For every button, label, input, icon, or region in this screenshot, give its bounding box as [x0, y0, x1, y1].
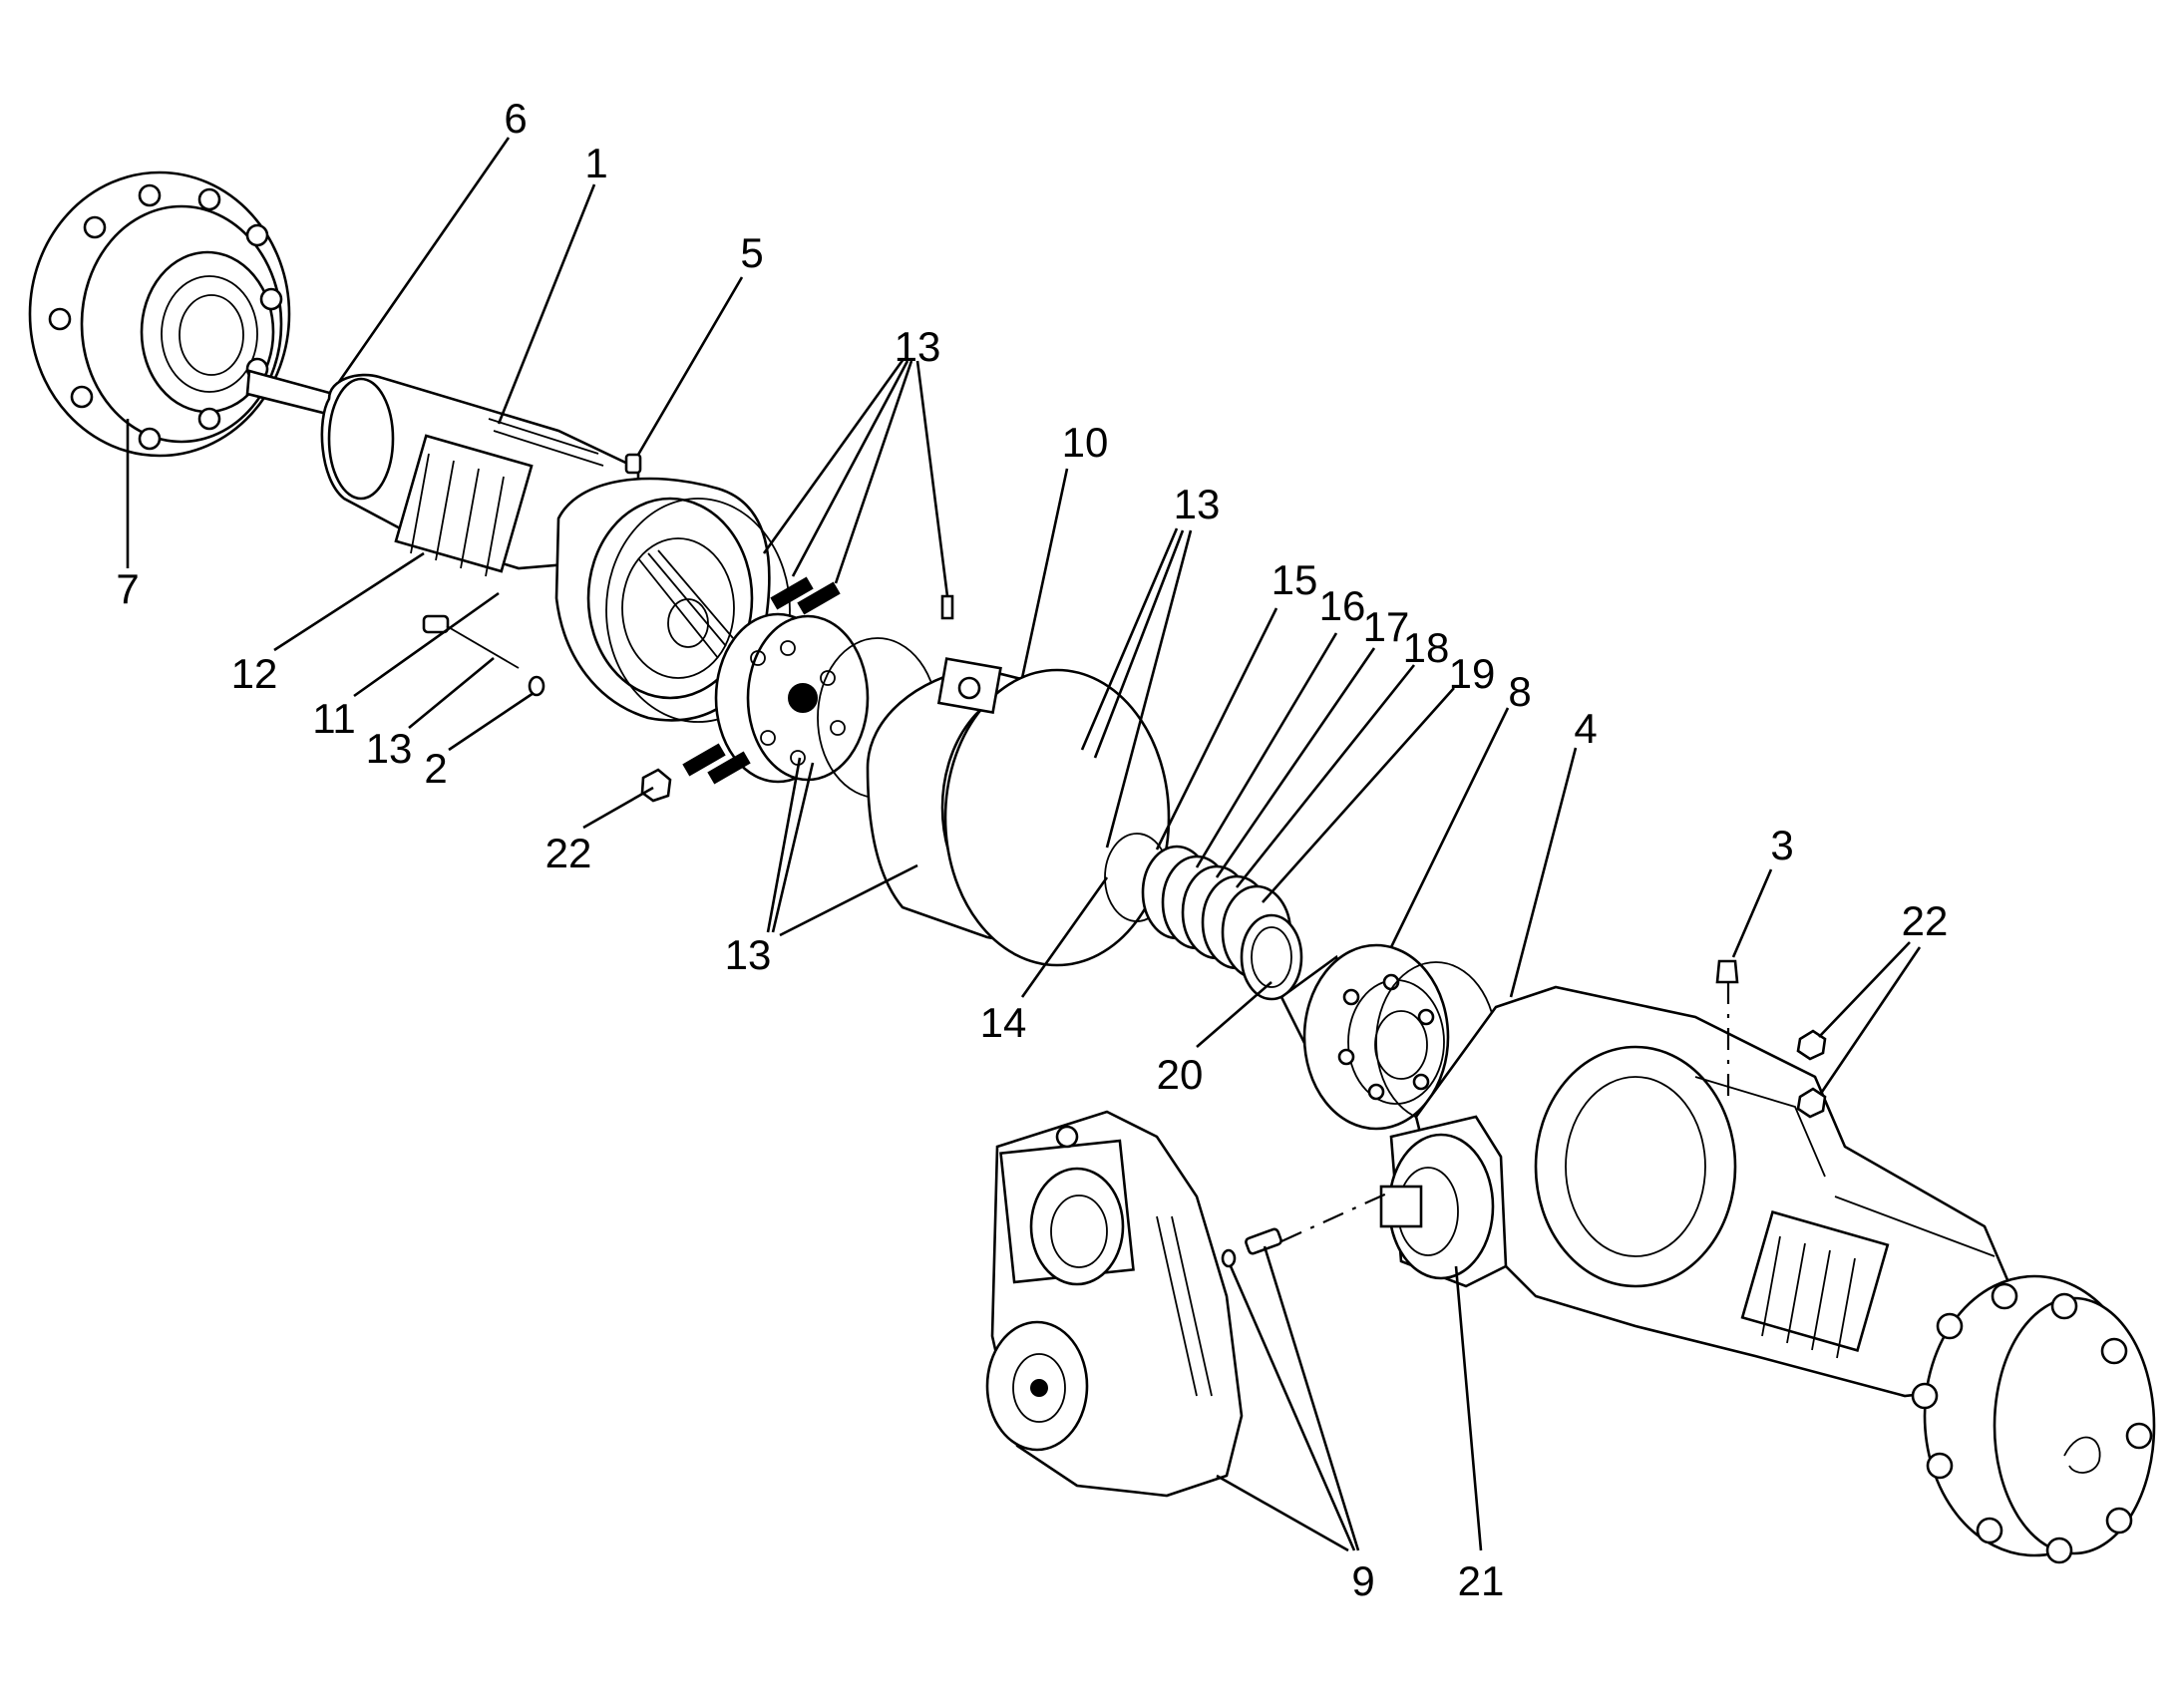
transfer-gearbox: [985, 1110, 1244, 1498]
callout-20: 20: [1157, 1051, 1204, 1098]
callout-17: 17: [1363, 603, 1410, 650]
callout-22: 22: [1902, 897, 1949, 944]
callout-6: 6: [504, 95, 527, 142]
callout-1: 1: [584, 140, 607, 186]
callout-12: 12: [231, 650, 278, 697]
callout-5: 5: [740, 229, 763, 276]
callout-19: 19: [1449, 650, 1496, 697]
drive-plate: [1379, 1115, 1508, 1288]
callout-10: 10: [1062, 419, 1109, 466]
callout-11: 11: [312, 695, 356, 742]
coupling-flange: [1279, 943, 1497, 1131]
callout-2: 2: [424, 745, 447, 792]
callout-7: 7: [116, 565, 139, 612]
callout-22: 22: [545, 830, 592, 876]
callout-18: 18: [1403, 624, 1450, 671]
callout-13: 13: [895, 323, 941, 370]
centerlines: [1280, 982, 1730, 1243]
center-housing: [866, 657, 1171, 967]
callout-15: 15: [1272, 556, 1318, 603]
callout-14: 14: [980, 999, 1027, 1046]
rings-set: [1104, 833, 1303, 1001]
callout-3: 3: [1770, 822, 1793, 868]
callout-13: 13: [725, 931, 772, 978]
leader-lines: [126, 137, 1922, 1552]
callout-21: 21: [1458, 1557, 1505, 1604]
callout-13: 13: [1174, 481, 1221, 527]
callout-9: 9: [1351, 1557, 1374, 1604]
callout-13: 13: [366, 725, 413, 772]
callout-labels: 6 1 5 13 10 13 7 15 16 17 18 19 8 12 4 1…: [116, 95, 1948, 1604]
axle-housing-right: [1414, 985, 2016, 1398]
brake-disc-pack: [605, 498, 938, 799]
callout-4: 4: [1574, 705, 1597, 752]
carrier-flange-left: [554, 477, 771, 722]
callout-16: 16: [1319, 582, 1366, 629]
wheel-hub-left: [28, 171, 346, 458]
callout-8: 8: [1508, 668, 1531, 715]
wheel-hub-right: [1911, 1274, 2156, 1564]
